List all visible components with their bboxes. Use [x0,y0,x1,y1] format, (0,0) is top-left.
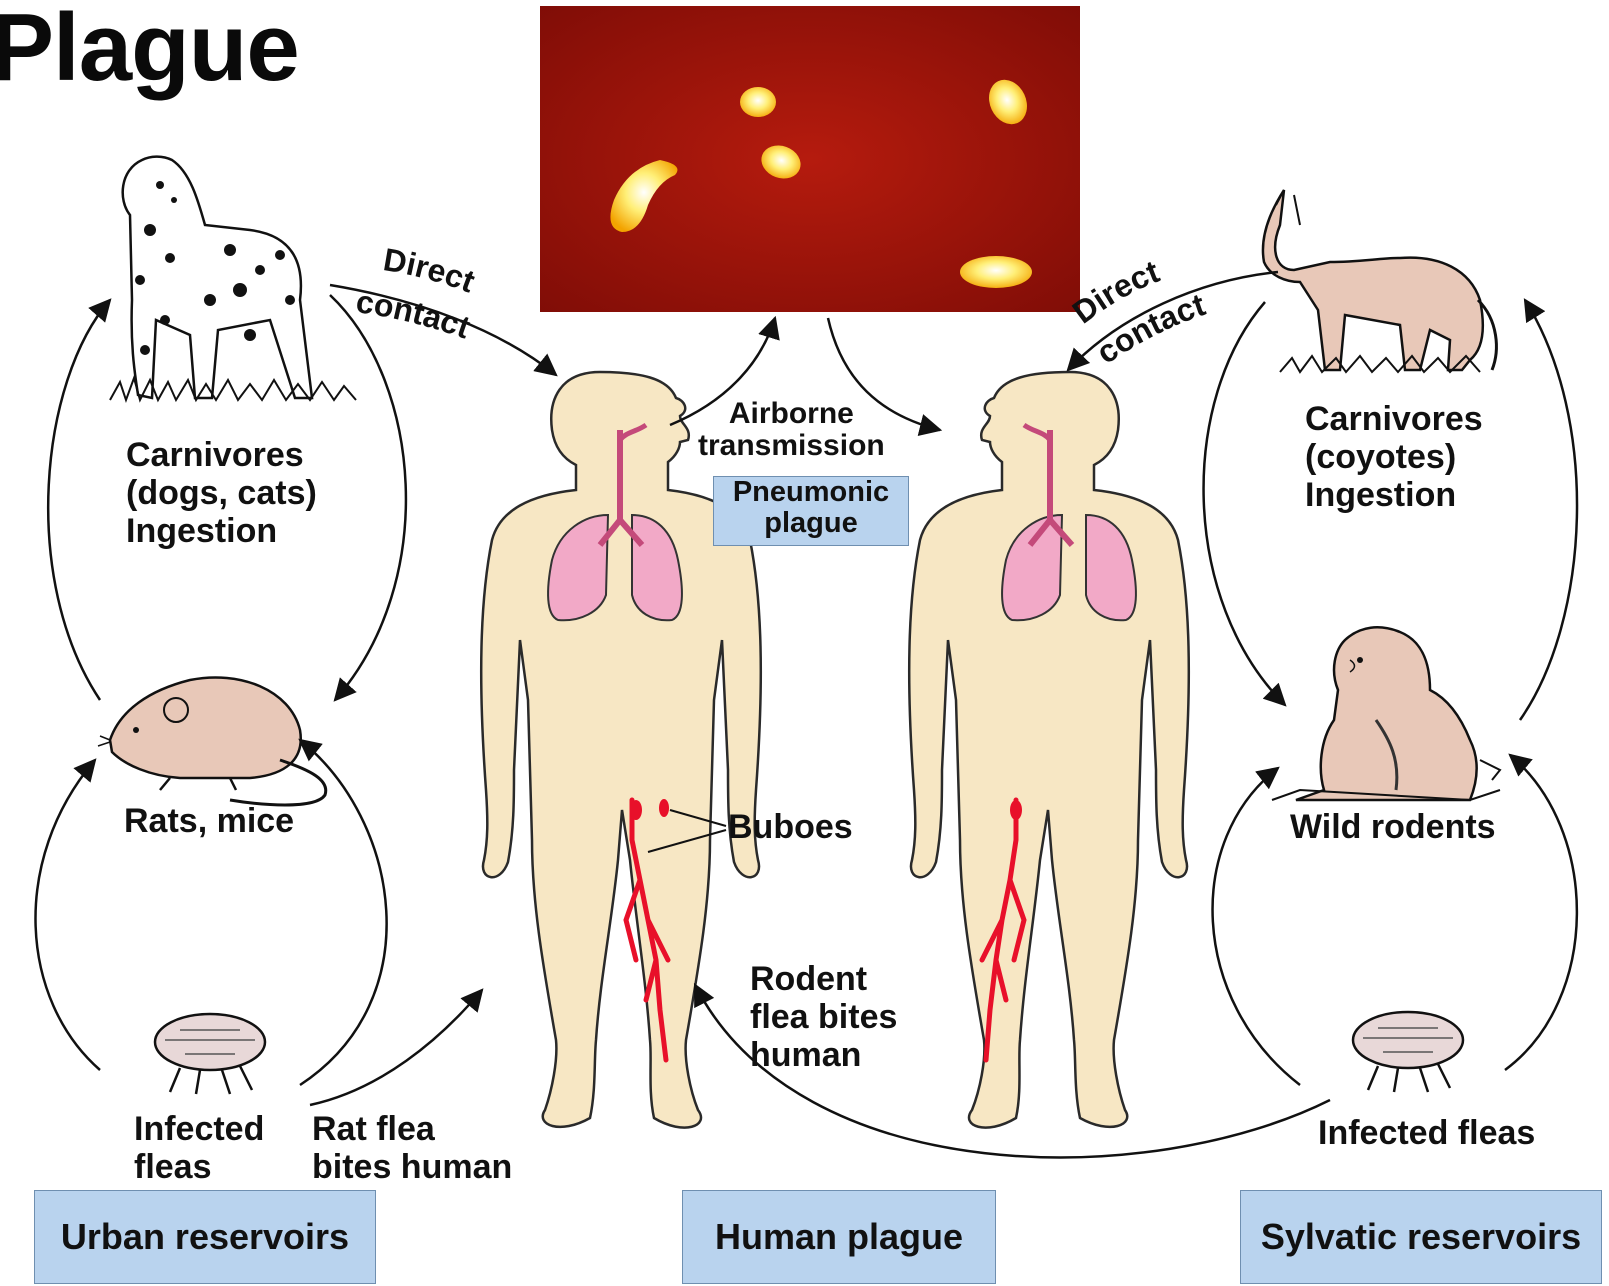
human-plague-box: Human plague [682,1190,996,1284]
airborne-label: Airborne transmission [698,398,885,462]
carnivores-right-label: Carnivores (coyotes) Ingestion [1305,400,1483,514]
rats-mice-label: Rats, mice [124,802,294,840]
infected-fleas-left-label: Infected fleas [134,1110,264,1186]
infected-fleas-right-label: Infected fleas [1318,1114,1535,1152]
human-figure-right [909,372,1189,1128]
flea-illustration-right [1353,1012,1463,1092]
buboes-label: Buboes [728,808,853,846]
ground-squirrel-illustration [1272,627,1500,800]
coyote-illustration [1263,190,1496,372]
wild-rodents-label: Wild rodents [1290,808,1496,846]
bacteria-micrograph [540,6,1080,312]
rodent-flea-label: Rodent flea bites human [750,960,897,1074]
urban-reservoirs-box: Urban reservoirs [34,1190,376,1284]
flea-illustration-left [155,1014,265,1094]
carnivores-left-label: Carnivores (dogs, cats) Ingestion [126,436,317,550]
dog-illustration [110,157,356,400]
pneumonic-plague-box: Pneumonic plague [713,476,909,546]
sylvatic-reservoirs-box: Sylvatic reservoirs [1240,1190,1602,1284]
rat-flea-label: Rat flea bites human [312,1110,512,1186]
rat-illustration [98,677,326,805]
